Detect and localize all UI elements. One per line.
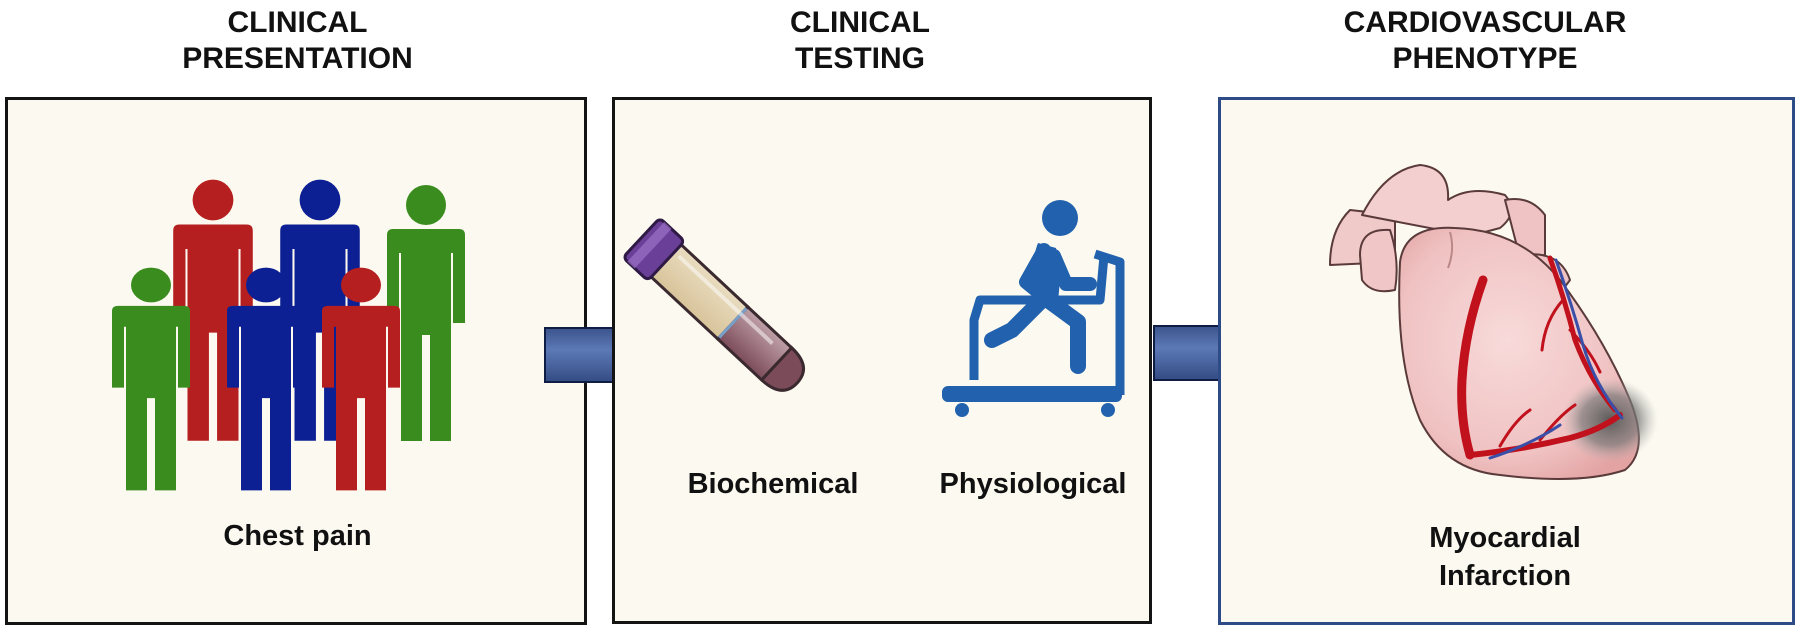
heading-cardiovascular-phenotype: CARDIOVASCULAR PHENOTYPE [1343, 6, 1627, 75]
panel-clinical-testing [612, 97, 1152, 624]
caption-chest-pain: Chest pain [223, 520, 372, 552]
heading-clinical-presentation: CLINICAL PRESENTATION [182, 6, 413, 75]
caption-myocardial-infarction: Myocardial Infarction [1429, 522, 1581, 592]
caption-physiological: Physiological [939, 468, 1127, 500]
heading-clinical-testing: CLINICAL TESTING [790, 6, 930, 75]
caption-biochemical: Biochemical [687, 468, 859, 500]
